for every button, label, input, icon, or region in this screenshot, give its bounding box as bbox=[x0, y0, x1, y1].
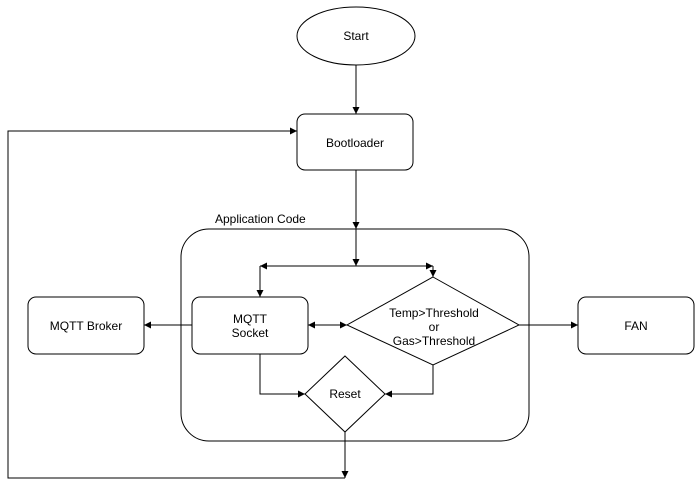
fan-label: FAN bbox=[624, 319, 647, 333]
decision-label-line2: or bbox=[429, 320, 440, 334]
bootloader-node bbox=[296, 113, 414, 171]
mqtt-broker-label: MQTT Broker bbox=[50, 319, 122, 333]
edge-loop-back-bootloader bbox=[7, 127, 345, 479]
bootloader-label: Bootloader bbox=[326, 136, 384, 150]
mqtt-socket-label-line2: Socket bbox=[232, 326, 269, 340]
application-code-label: Application Code bbox=[215, 212, 306, 226]
edge-socket-reset bbox=[259, 354, 305, 398]
reset-label: Reset bbox=[329, 387, 361, 401]
start-label: Start bbox=[343, 29, 369, 43]
decision-label-line1: Temp>Threshold bbox=[389, 306, 479, 320]
mqtt-socket-label-line1: MQTT bbox=[233, 312, 268, 326]
edge-decision-reset bbox=[385, 365, 434, 398]
decision-label-line3: Gas>Threshold bbox=[393, 334, 475, 348]
